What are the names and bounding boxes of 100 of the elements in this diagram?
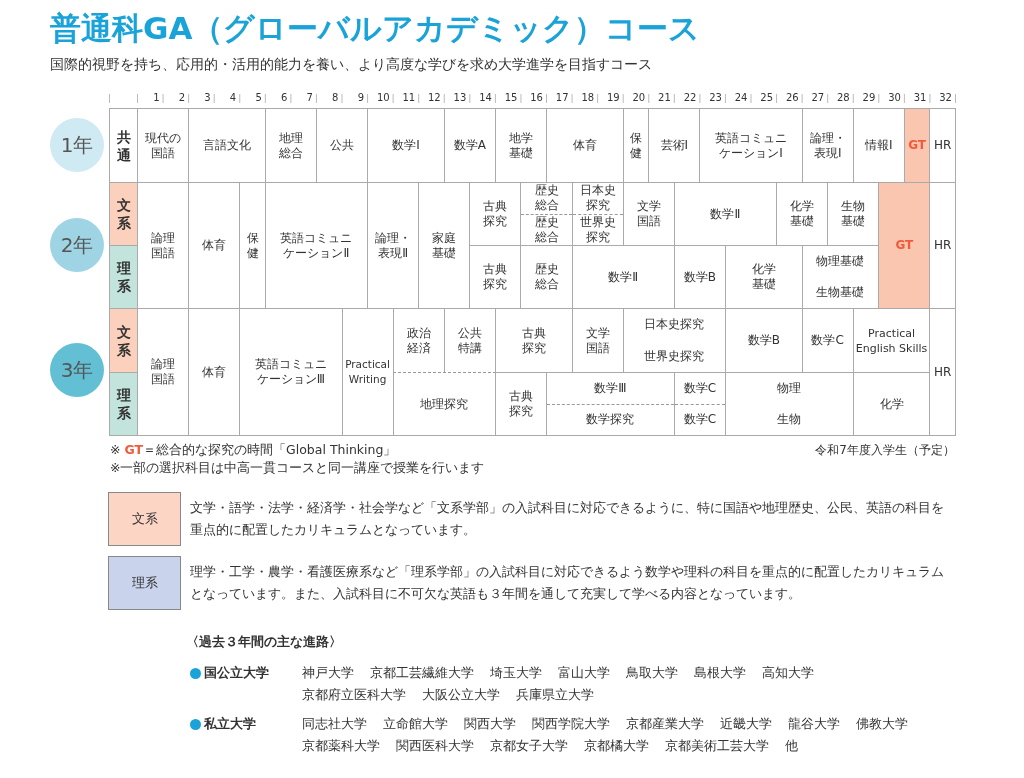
track-label: 理系 <box>116 259 131 295</box>
subject-cell <box>929 308 956 436</box>
column-number: 29 <box>861 92 876 103</box>
university-name: 京都府立医科大学 <box>302 686 406 704</box>
column-number: 32 <box>938 92 952 103</box>
subject-name: 論理・表現Ⅱ <box>375 230 412 261</box>
column-number: 4 <box>228 92 237 103</box>
subject-name: Practical Writing <box>344 357 391 387</box>
subject-name: 数学B <box>683 269 716 285</box>
column-number: 12 <box>427 92 441 103</box>
subject-name: 古典探究 <box>483 199 508 229</box>
university-name: 近畿大学 <box>720 715 772 733</box>
category-label: 私立大学 <box>204 715 256 733</box>
column-number: 22 <box>682 92 697 103</box>
track-label: 文系 <box>116 322 131 359</box>
university-name: 立命館大学 <box>383 715 448 733</box>
subject-name: 歴史総合 <box>534 262 559 292</box>
column-number: 30 <box>887 92 901 103</box>
column-number: 3 <box>203 92 211 103</box>
column-number: 17 <box>554 92 569 103</box>
university-name: 佛教大学 <box>856 715 908 733</box>
footnote: ※ GT＝総合的な探究の時間「Global Thinking」 <box>110 442 397 459</box>
year-circle <box>50 118 104 172</box>
subject-name: 英語コミュニケーションⅡ <box>280 230 353 261</box>
column-number: 14 <box>478 92 492 103</box>
subject-name: 生物基礎 <box>841 199 866 229</box>
subject-name: 日本史探究 <box>644 317 705 333</box>
university-name: 鳥取大学 <box>626 664 678 682</box>
subject-name: 化学 <box>879 396 904 412</box>
subject-name: 保健 <box>246 230 259 261</box>
column-number: 2 <box>177 92 186 103</box>
subject-name: 数学Ⅰ <box>392 138 420 153</box>
column-number: 28 <box>836 92 850 103</box>
column-number: 27 <box>810 92 825 103</box>
university-name: 京都美術工芸大学 <box>665 737 769 755</box>
column-number: 15 <box>503 92 518 103</box>
subject-name: 数学探究 <box>586 412 635 428</box>
university-name: 龍谷大学 <box>788 715 840 733</box>
column-number: 8 <box>331 92 339 103</box>
subject-cell <box>494 372 547 436</box>
subject-name: 生物 <box>777 412 802 427</box>
track-label: 文系 <box>116 196 131 232</box>
subject-name: 世界史探究 <box>579 214 616 245</box>
footnote: ※一部の選択科目は中高一貫コースと同一講座で授業を行います <box>110 460 485 477</box>
column-number: 31 <box>912 92 927 103</box>
subject-name: HR <box>934 238 952 253</box>
subject-name: 歴史総合 <box>534 214 559 245</box>
subject-name: 情報Ⅰ <box>865 138 893 153</box>
track-box <box>108 492 181 546</box>
subject-name: 数学A <box>453 138 486 153</box>
subject-name: 体育 <box>572 138 597 153</box>
subject-name: 化学基礎 <box>790 199 815 229</box>
track-label: 共通 <box>116 127 131 164</box>
university-name: 島根大学 <box>694 664 746 682</box>
year-circle <box>50 218 104 272</box>
subject-name: 論理・表現Ⅰ <box>809 130 846 161</box>
track-label: 文系 <box>131 510 158 528</box>
track-description: 理学・工学・農学・看護医療系など「理系学部」の入試科目に対応できるよう数学や理科の科目を重点的に配置したカリキュラムとなっています。また、入試科目に不可欠な英語も３年間を通して充実して学べる内容となっています。 <box>190 563 945 603</box>
subject-name: 現代の国語 <box>145 130 182 161</box>
column-number: 9 <box>356 92 365 103</box>
subtitle: 国際的視野を持ち、応用的・活用的能力を養い、より高度な学びを求め大学進学を目指すコース <box>50 56 652 74</box>
track-label: 理系 <box>131 574 158 592</box>
column-number: 19 <box>605 92 620 103</box>
subject-name: 地学基礎 <box>508 130 533 161</box>
column-number: 5 <box>254 92 262 103</box>
subject-name: 化学基礎 <box>751 262 776 292</box>
column-number: 7 <box>305 92 313 103</box>
subject-name: 地理探究 <box>420 396 469 412</box>
year-label: 2年 <box>60 231 94 259</box>
column-number: 18 <box>580 92 595 103</box>
subject-name: HR <box>934 138 952 153</box>
university-name: 京都産業大学 <box>626 715 704 733</box>
enrollment-note: 令和7年度入学生（予定） <box>815 442 955 459</box>
column-number: 6 <box>280 92 288 103</box>
subject-name: 生物基礎 <box>816 285 865 300</box>
subject-name: GT <box>908 138 927 153</box>
subject-name: 論理国語 <box>151 357 176 387</box>
subject-name: 古典探究 <box>483 262 508 292</box>
university-name: 高知大学 <box>762 664 814 682</box>
subject-cell <box>520 182 573 246</box>
column-number: 13 <box>452 92 467 103</box>
subject-name: 公共特講 <box>457 325 482 356</box>
title: 普通科GA（グローバルアカデミック）コース <box>50 9 701 48</box>
section-heading: 〈過去３年間の主な進路〉 <box>186 633 342 651</box>
subject-name: GT <box>895 238 914 253</box>
subject-name: 物理 <box>777 381 802 396</box>
subject-name: 数学C <box>683 380 717 396</box>
subject-name: 数学Ⅱ <box>710 206 741 222</box>
university-name: 埼玉大学 <box>490 664 542 682</box>
university-name: 京都薬科大学 <box>302 737 380 755</box>
university-name: 関西医科大学 <box>396 737 474 755</box>
university-name: 関西学院大学 <box>532 715 610 733</box>
subject-name: 英語コミュニケーションⅠ <box>715 130 787 161</box>
column-number: 1 <box>152 92 160 103</box>
subject-name: 数学B <box>747 333 780 348</box>
university-name: 京都女子大学 <box>490 737 568 755</box>
subject-name: 政治経済 <box>406 325 431 356</box>
university-name: 兵庫県立大学 <box>516 686 594 704</box>
university-name: 神戸大学 <box>302 664 354 682</box>
subject-name: 歴史総合 <box>534 183 559 214</box>
